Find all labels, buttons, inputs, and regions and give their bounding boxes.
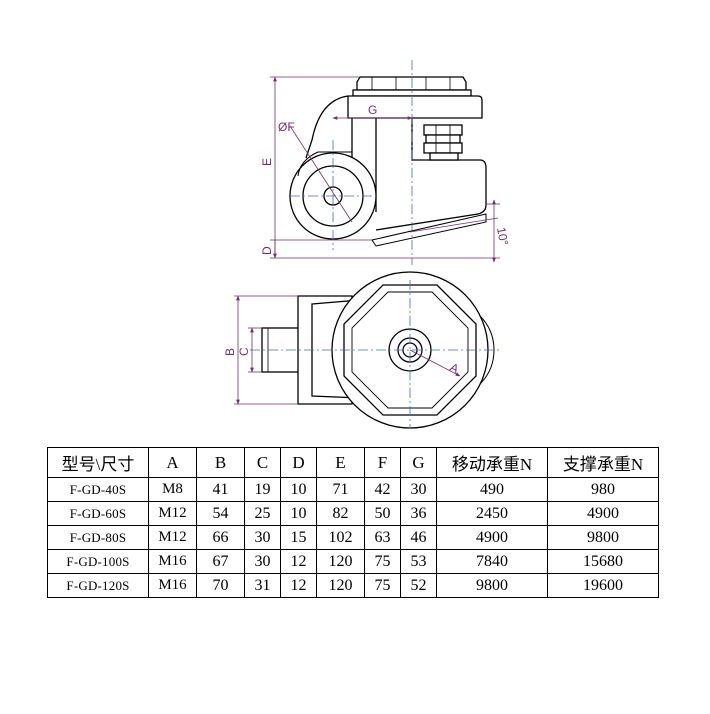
header-g: G [400,447,437,478]
cell-b: 41 [196,477,245,502]
cell-f: 50 [364,501,401,526]
top-centerlines [250,280,500,428]
table-row: F-GD-100S M16 67 30 12 120 75 53 7840 15… [47,549,659,574]
dim-label-f: ØF [278,120,295,134]
technical-drawing: ØF G E D 10° B C A [223,60,511,429]
table-row: F-GD-60S M12 54 25 10 82 50 36 2450 4900 [47,501,659,526]
cell-moving-load: 4900 [436,525,548,550]
header-c: C [244,447,281,478]
cell-model: F-GD-40S [47,477,149,502]
cell-moving-load: 490 [436,477,548,502]
cell-a: M8 [148,477,197,502]
cell-d: 10 [280,501,317,526]
cell-f: 63 [364,525,401,550]
header-a: A [148,447,197,478]
cell-support-load: 980 [547,477,659,502]
dim-label-b: B [223,348,237,356]
cell-b: 54 [196,501,245,526]
cell-model: F-GD-120S [47,573,149,598]
spec-table: 型号\尺寸 A B C D E F G 移动承重N 支撑承重N F-GD-40S… [47,447,659,598]
cell-d: 10 [280,477,317,502]
cell-d: 15 [280,525,317,550]
cell-e: 71 [316,477,365,502]
side-dimensions [270,76,500,263]
top-dimensions [234,295,461,405]
cell-c: 31 [244,573,281,598]
dim-label-angle: 10° [494,226,511,246]
header-support-load: 支撑承重N [547,447,659,478]
cell-a: M12 [148,501,197,526]
table-row: F-GD-120S M16 70 31 12 120 75 52 9800 19… [47,573,659,598]
side-view [289,76,487,247]
cell-e: 120 [316,549,365,574]
cell-c: 19 [244,477,281,502]
header-e: E [316,447,365,478]
dim-label-g: G [368,103,377,117]
cell-f: 75 [364,549,401,574]
cell-g: 53 [400,549,437,574]
cell-g: 30 [400,477,437,502]
cell-moving-load: 7840 [436,549,548,574]
header-d: D [280,447,317,478]
cell-c: 30 [244,549,281,574]
header-model: 型号\尺寸 [47,447,149,478]
dim-label-c: C [237,347,251,356]
cell-moving-load: 2450 [436,501,548,526]
cell-b: 66 [196,525,245,550]
cell-a: M16 [148,549,197,574]
header-b: B [196,447,245,478]
cell-support-load: 19600 [547,573,659,598]
cell-support-load: 4900 [547,501,659,526]
cell-c: 25 [244,501,281,526]
cell-support-load: 9800 [547,525,659,550]
cell-e: 82 [316,501,365,526]
cell-d: 12 [280,573,317,598]
cell-e: 120 [316,573,365,598]
cell-e: 102 [316,525,365,550]
header-moving-load: 移动承重N [436,447,548,478]
cell-b: 70 [196,573,245,598]
cell-moving-load: 9800 [436,573,548,598]
cell-g: 36 [400,501,437,526]
cell-model: F-GD-80S [47,525,149,550]
dim-label-d: D [260,246,274,255]
cell-f: 75 [364,573,401,598]
cell-c: 30 [244,525,281,550]
cell-b: 67 [196,549,245,574]
table-row: F-GD-80S M12 66 30 15 102 63 46 4900 980… [47,525,659,550]
cell-g: 46 [400,525,437,550]
cell-a: M12 [148,525,197,550]
cell-support-load: 15680 [547,549,659,574]
dim-label-e: E [260,158,274,166]
cell-g: 52 [400,573,437,598]
cell-model: F-GD-100S [47,549,149,574]
cell-f: 42 [364,477,401,502]
header-f: F [364,447,401,478]
table-header-row: 型号\尺寸 A B C D E F G 移动承重N 支撑承重N [47,447,659,478]
cell-a: M16 [148,573,197,598]
cell-d: 12 [280,549,317,574]
cell-model: F-GD-60S [47,501,149,526]
table-row: F-GD-40S M8 41 19 10 71 42 30 490 980 [47,477,659,502]
